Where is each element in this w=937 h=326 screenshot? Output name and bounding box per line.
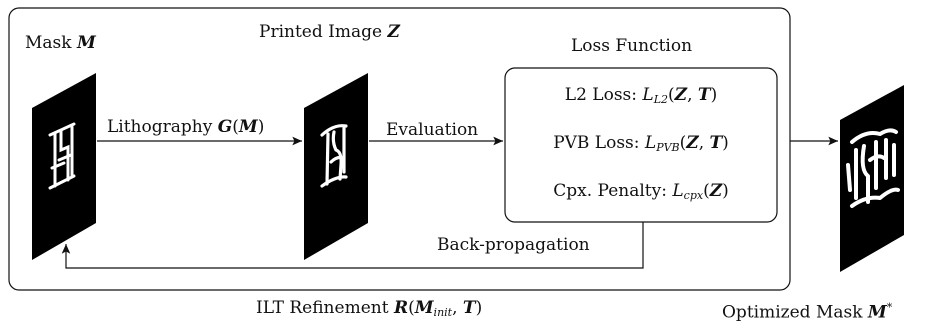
evaluation-label: Evaluation xyxy=(386,120,479,140)
mask-label: Mask M xyxy=(25,33,96,53)
lithography-label: Lithography G(M) xyxy=(107,117,265,137)
l2-loss-label: L2 Loss: LL2(Z, T) xyxy=(564,85,718,106)
printed-image-label: Printed Image Z xyxy=(259,22,400,42)
complexity-penalty-label: Cpx. Penalty: Lcpx(Z) xyxy=(553,181,729,202)
ilt-frame xyxy=(8,7,791,291)
back-propagation-label: Back-propagation xyxy=(437,235,590,255)
pvb-loss-label: PVB Loss: LPVB(Z, T) xyxy=(553,133,729,154)
optimized-mask-label: Optimized Mask M* xyxy=(722,301,893,323)
ilt-refinement-label: ILT Refinement R(Minit, T) xyxy=(256,298,483,319)
optimized-mask-panel xyxy=(840,85,904,272)
mask-panel xyxy=(32,73,96,260)
loss-function-box xyxy=(504,67,778,223)
printed-image-panel xyxy=(304,73,368,260)
loss-function-title: Loss Function xyxy=(571,36,693,56)
back-propagation-arrow xyxy=(61,222,644,269)
